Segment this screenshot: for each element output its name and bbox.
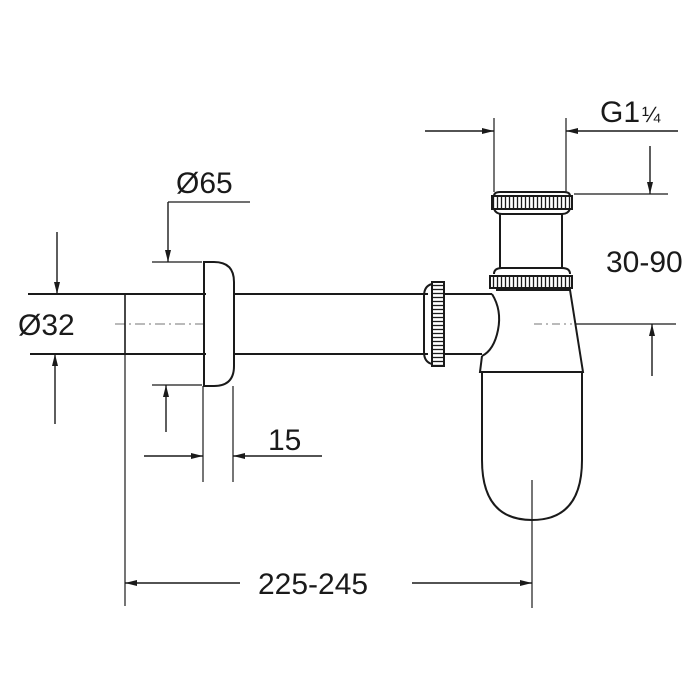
dimension-overall-length: 225-245	[124, 354, 533, 608]
main-pipe	[234, 293, 428, 355]
pipe-union-nut	[423, 281, 492, 367]
dimension-flange-diameter: Ø65	[152, 167, 250, 432]
flange-diameter-label: Ø65	[176, 167, 233, 200]
wall-flange	[203, 261, 235, 387]
pipe-diameter-label: Ø32	[18, 309, 75, 342]
height-range-label: 30-90	[606, 246, 683, 279]
dimension-pipe-diameter: Ø32	[18, 232, 75, 424]
dimension-height-range: 30-90	[574, 146, 683, 376]
overall-length-label: 225-245	[258, 568, 368, 601]
thread-size-label: G1¼	[600, 96, 661, 129]
dimension-flange-width: 15	[144, 386, 322, 482]
flange-width-label: 15	[268, 424, 301, 457]
trap-body	[478, 191, 585, 522]
dimension-thread-size: G1¼	[425, 96, 678, 192]
